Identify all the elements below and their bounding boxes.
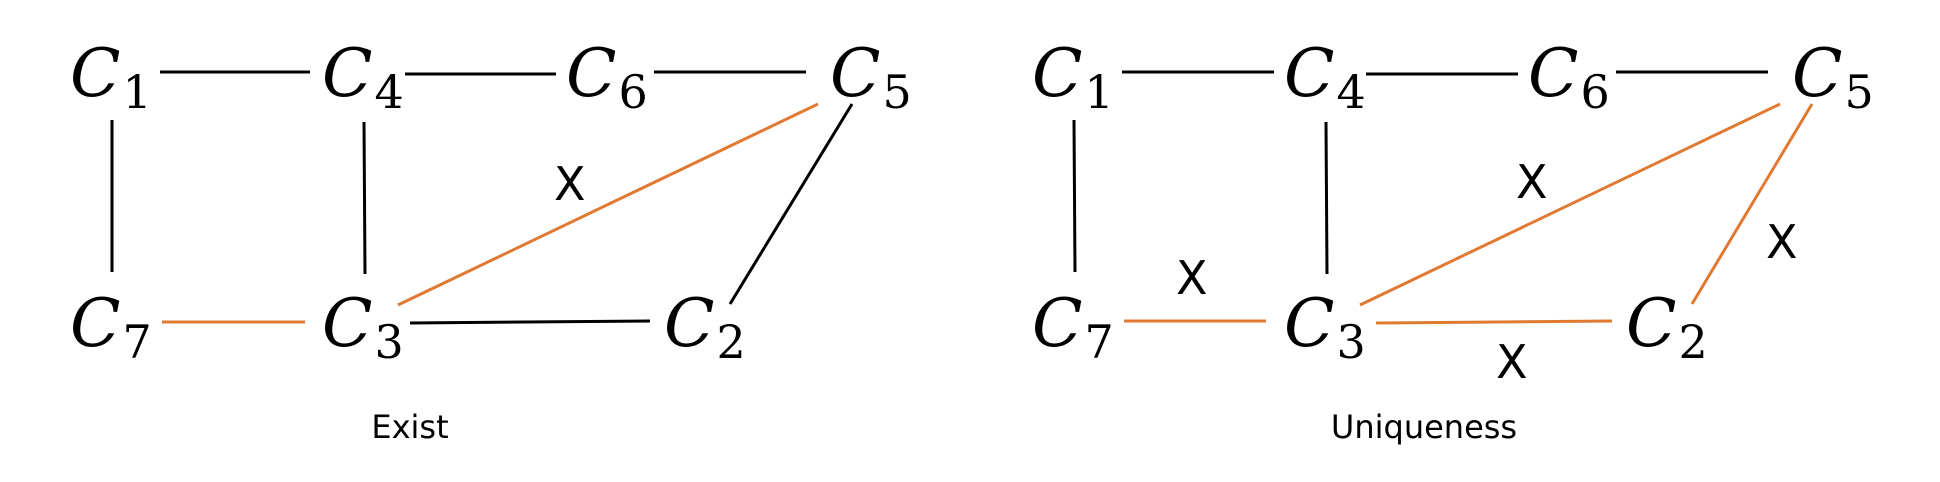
nodes: C1 C4 C6 C5 C7 C3 C2 bbox=[70, 35, 912, 369]
edge-c3-c5 bbox=[397, 102, 819, 307]
node-c4: C4 bbox=[1284, 35, 1366, 119]
node-c3: C3 bbox=[322, 285, 404, 369]
x-mark-c7-c3: X bbox=[1176, 251, 1208, 305]
x-mark-c3-c5: X bbox=[554, 157, 586, 211]
node-c7: C7 bbox=[1032, 285, 1114, 369]
edge-c2-c5 bbox=[1690, 103, 1814, 305]
node-c7: C7 bbox=[70, 285, 152, 369]
edge-c4-c3 bbox=[1324, 121, 1329, 275]
node-c4: C4 bbox=[322, 35, 404, 119]
node-c1: C1 bbox=[70, 35, 152, 119]
node-c6: C6 bbox=[1528, 35, 1610, 119]
edge-c2-c5 bbox=[728, 103, 854, 305]
caption-uniqueness: Uniqueness bbox=[1331, 408, 1517, 446]
edge-c3-c5 bbox=[1359, 102, 1781, 307]
x-mark-c3-c2: X bbox=[1496, 335, 1528, 389]
node-c1: C1 bbox=[1032, 35, 1114, 119]
nodes: C1 C4 C6 C5 C7 C3 C2 bbox=[1032, 35, 1874, 369]
node-c2: C2 bbox=[1626, 285, 1708, 369]
edge-c1-c7 bbox=[1072, 119, 1077, 273]
x-marks: X X X X bbox=[1176, 155, 1798, 389]
caption-exist: Exist bbox=[371, 408, 448, 446]
x-mark-c2-c5: X bbox=[1766, 215, 1798, 269]
x-mark-c3-c5: X bbox=[1516, 155, 1548, 209]
node-c5: C5 bbox=[830, 35, 912, 119]
x-marks: X bbox=[554, 157, 586, 211]
edge-c3-c2 bbox=[409, 319, 651, 325]
node-c6: C6 bbox=[566, 35, 648, 119]
edge-c3-c2 bbox=[1375, 319, 1613, 325]
node-c3: C3 bbox=[1284, 285, 1366, 369]
panel-uniqueness: C1 C4 C6 C5 C7 C3 C2 X X X X Uniqueness bbox=[1032, 35, 1874, 446]
panel-exist: C1 C4 C6 C5 C7 C3 C2 X Exist bbox=[70, 35, 912, 446]
edges bbox=[110, 70, 854, 325]
node-c5: C5 bbox=[1792, 35, 1874, 119]
edge-c4-c3 bbox=[362, 121, 367, 275]
node-c2: C2 bbox=[664, 285, 746, 369]
edges bbox=[1072, 70, 1814, 325]
